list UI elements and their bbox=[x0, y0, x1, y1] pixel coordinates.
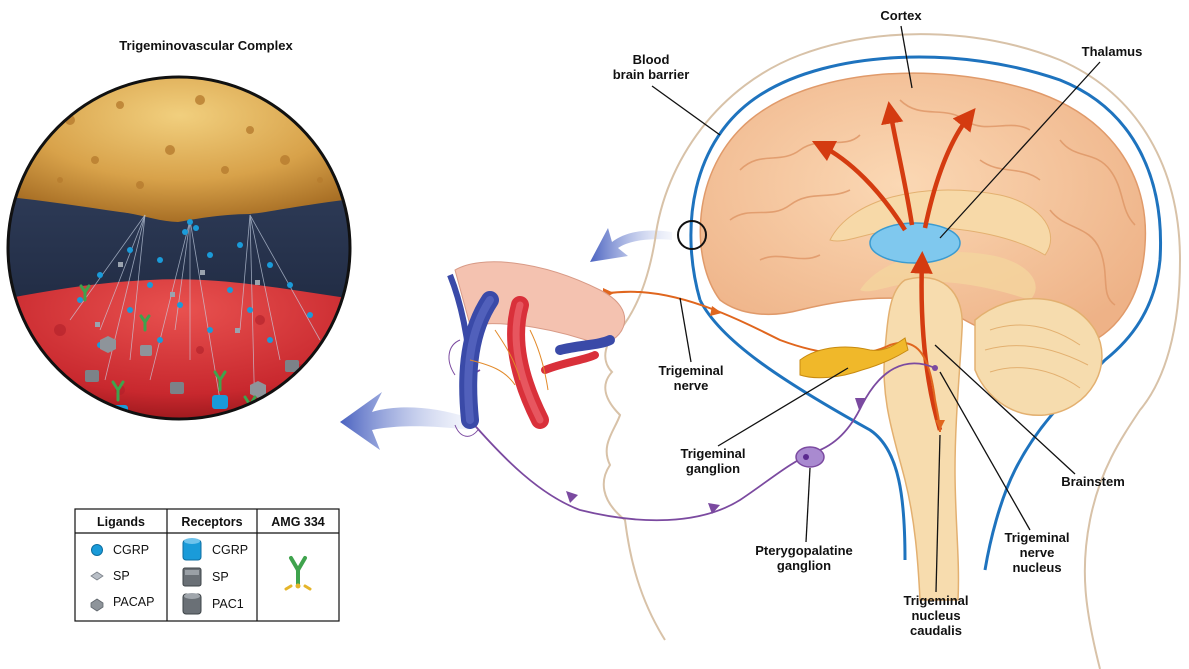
cgrp-receptor-icon bbox=[182, 538, 202, 561]
magnified-synapse bbox=[8, 77, 350, 419]
receptor-cluster bbox=[85, 336, 332, 419]
label-tnn-line2: nerve bbox=[1020, 545, 1055, 560]
trigeminal-nerve-path bbox=[514, 290, 941, 433]
legend-receptor-sp: SP bbox=[212, 570, 229, 584]
parasympathetic-path bbox=[460, 362, 936, 522]
meningeal-vessels bbox=[447, 261, 626, 437]
label-bbb-line1: Blood bbox=[633, 52, 670, 67]
head-outline bbox=[602, 33, 1182, 669]
legend-ligand-sp: SP bbox=[113, 569, 130, 583]
legend-table: Ligands Receptors AMG 334 CGRP SP PACAP … bbox=[74, 508, 340, 622]
amg334-antibody-icon bbox=[284, 556, 312, 591]
magnification-circle bbox=[6, 75, 352, 421]
pac1-receptor-icon bbox=[182, 593, 202, 615]
pterygopalatine-ganglion bbox=[795, 446, 825, 468]
legend-header-ligands: Ligands bbox=[97, 515, 145, 529]
thalamocortical-arrows bbox=[811, 101, 976, 232]
label-ptery-line2: ganglion bbox=[777, 558, 831, 573]
label-trig-ganglion-line1: Trigeminal bbox=[680, 446, 745, 461]
brainstem bbox=[883, 276, 963, 601]
label-trig-nerve-line2: nerve bbox=[674, 378, 709, 393]
zoom-target-circle bbox=[677, 220, 707, 250]
label-tnc-line2: nucleus bbox=[911, 608, 960, 623]
label-tnn-line3: nucleus bbox=[1012, 560, 1061, 575]
thalamus bbox=[869, 222, 961, 264]
sp-receptor-icon bbox=[182, 567, 202, 587]
legend-header-amg334: AMG 334 bbox=[271, 515, 325, 529]
sp-ligand-icon bbox=[90, 571, 104, 581]
label-cortex: Cortex bbox=[880, 8, 922, 23]
legend-ligand-pacap: PACAP bbox=[113, 595, 154, 609]
label-tnc-line1: Trigeminal bbox=[903, 593, 968, 608]
label-bbb-line2: brain barrier bbox=[613, 67, 690, 82]
cerebellum bbox=[974, 297, 1103, 416]
label-trig-nerve-line1: Trigeminal bbox=[658, 363, 723, 378]
label-ptery-line1: Pterygopalatine bbox=[755, 543, 853, 558]
label-trig-ganglion-line2: ganglion bbox=[686, 461, 740, 476]
legend-header-receptors: Receptors bbox=[181, 515, 242, 529]
label-thalamus: Thalamus bbox=[1082, 44, 1143, 59]
label-tnn-line1: Trigeminal bbox=[1004, 530, 1069, 545]
legend-ligand-cgrp: CGRP bbox=[113, 543, 149, 557]
label-brainstem: Brainstem bbox=[1061, 474, 1125, 489]
legend-receptor-cgrp: CGRP bbox=[212, 543, 248, 557]
diagram-title: Trigeminovascular Complex bbox=[119, 38, 293, 53]
label-tnc-line3: caudalis bbox=[910, 623, 962, 638]
cgrp-ligand-icon bbox=[91, 544, 103, 556]
magnify-arrow-upper bbox=[590, 228, 672, 262]
pacap-ligand-icon bbox=[90, 598, 104, 612]
magnify-arrow-lower bbox=[340, 392, 470, 450]
legend-receptor-pac1: PAC1 bbox=[212, 597, 244, 611]
blood-brain-barrier bbox=[689, 55, 1163, 571]
